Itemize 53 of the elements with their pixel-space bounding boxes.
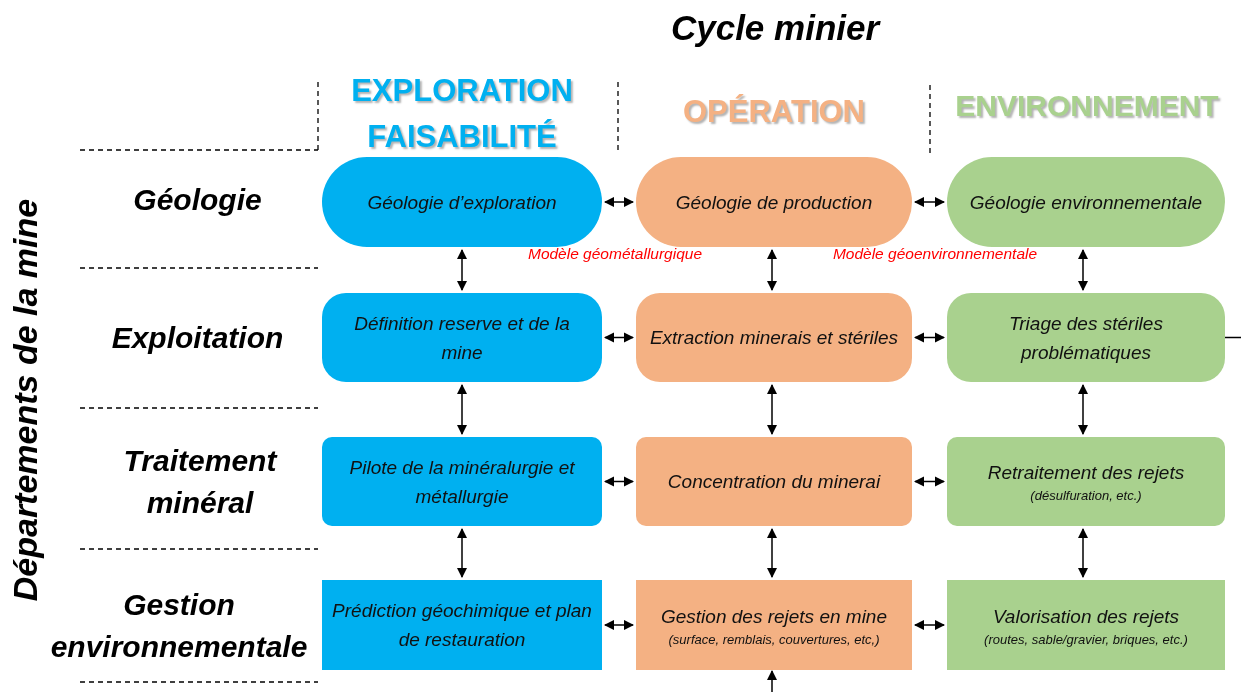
process-box	[636, 293, 912, 382]
box-title: Géologie de production	[675, 190, 873, 215]
row-header: Géologie	[132, 182, 263, 218]
diagram-title: Cycle minier	[669, 8, 882, 48]
arrow	[603, 332, 635, 343]
box-title: Extraction minerais et stériles	[649, 326, 899, 350]
process-box	[322, 293, 602, 382]
row-header: Gestion environnementale	[49, 587, 309, 665]
process-box	[947, 437, 1225, 526]
arrow	[766, 669, 778, 692]
arrow	[913, 196, 946, 208]
box-title: Concentration du minerai	[667, 470, 881, 494]
process-box	[322, 580, 602, 670]
arrow	[456, 383, 468, 436]
arrow	[603, 619, 635, 631]
row-header: Exploitation	[110, 320, 285, 356]
column-header: OPÉRATION	[682, 93, 866, 131]
arrow	[913, 476, 946, 487]
box-title: Pilote de la minéralurgie et métallurgie	[348, 455, 576, 509]
arrow	[766, 383, 778, 436]
arrow	[913, 619, 946, 631]
model-label: Modèle géoenvironnementale	[831, 244, 1039, 264]
box-note: (routes, sable/gravier, briques, etc.)	[984, 630, 1188, 649]
arrow	[603, 196, 635, 208]
process-box	[947, 580, 1225, 670]
column-header: EXPLORATION FAISABILITÉ	[350, 72, 574, 156]
box-title: Géologie d’exploration	[367, 190, 557, 215]
box-title: Définition reserve et de la mine	[353, 311, 571, 365]
box-note: (surface, remblais, couvertures, etc,)	[668, 630, 880, 649]
box-title: Valorisation des rejets	[992, 604, 1180, 629]
arrow	[1077, 383, 1089, 436]
box-note: (désulfuration, etc.)	[1030, 487, 1142, 505]
process-box	[636, 437, 912, 526]
arrow	[766, 248, 778, 292]
process-box	[947, 293, 1225, 382]
model-label: Modèle géométallurgique	[526, 244, 704, 264]
process-box	[636, 580, 912, 670]
box-title: Triage des stériles problématiques	[1008, 311, 1164, 365]
arrow	[1077, 527, 1089, 579]
axis-title: Départements de la mine	[5, 197, 45, 604]
process-box	[322, 437, 602, 526]
arrow	[603, 476, 635, 487]
arrow	[456, 248, 468, 292]
arrow	[913, 332, 946, 343]
box-title: Retraitement des rejets	[987, 461, 1185, 485]
arrow	[766, 527, 778, 579]
arrow	[1077, 248, 1089, 292]
box-title: Gestion des rejets en mine	[661, 604, 887, 629]
box-title: Géologie environnementale	[969, 190, 1203, 215]
column-header: ENVIRONNEMENT	[954, 88, 1220, 124]
row-header: Traitement minéral	[122, 443, 279, 521]
arrow	[456, 527, 468, 579]
box-title: Prédiction géochimique et plan de restauration	[332, 599, 592, 652]
